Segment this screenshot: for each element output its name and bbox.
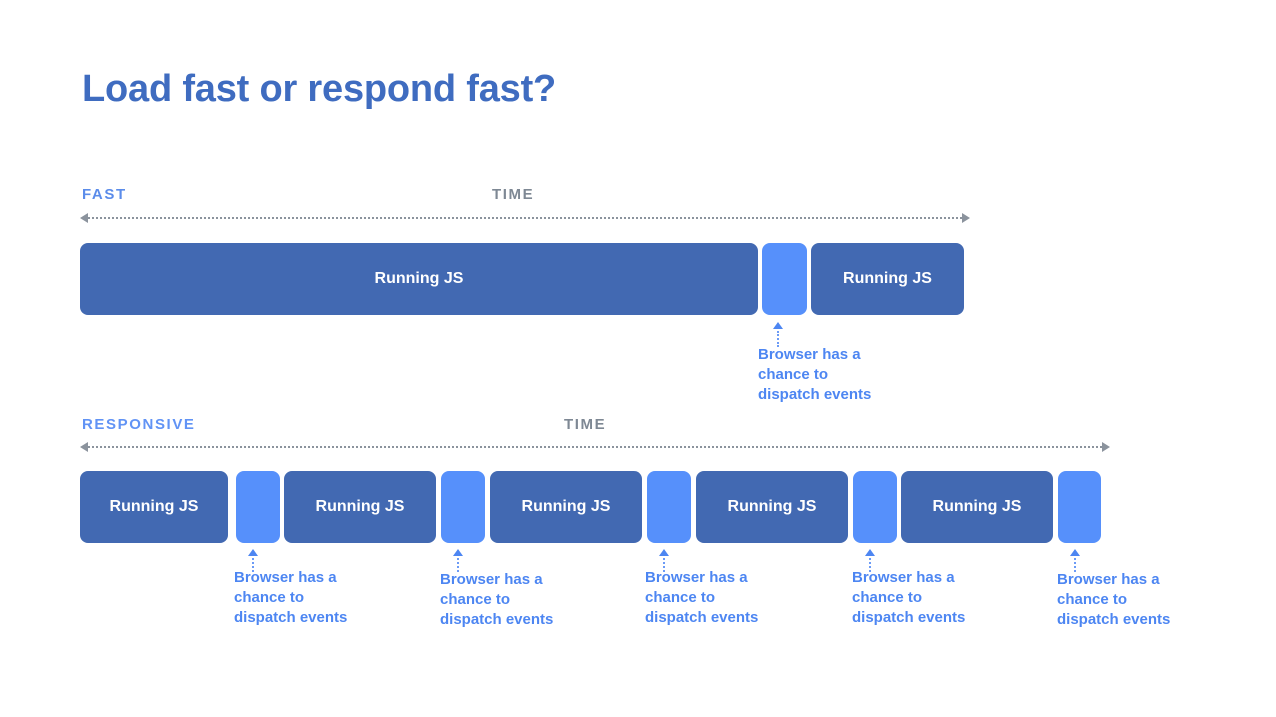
running-js-block: Running JS [696, 471, 848, 543]
axis-label-time: TIME [492, 186, 535, 203]
annotation-text: Browser has a chance to dispatch events [645, 569, 759, 626]
annotation-text: Browser has a chance to dispatch events [440, 571, 554, 628]
annotation-text: Browser has a chance to dispatch events [852, 569, 966, 626]
time-axis-arrow-right [1102, 442, 1110, 452]
axis-label-time: TIME [564, 416, 607, 433]
annotation-text: Browser has a chance to dispatch events [758, 346, 872, 403]
running-js-block: Running JS [811, 243, 964, 315]
running-js-label: Running JS [727, 498, 817, 515]
annotation-leader-line [252, 558, 254, 572]
running-js-block: Running JS [284, 471, 436, 543]
running-js-label: Running JS [109, 498, 199, 515]
running-js-label: Running JS [932, 498, 1022, 515]
annotation-arrow-icon [453, 549, 463, 556]
time-axis-line [88, 446, 1102, 450]
running-js-label: Running JS [374, 270, 464, 287]
annotation-arrow-icon [248, 549, 258, 556]
page-title: Load fast or respond fast? [82, 68, 557, 110]
running-js-label: Running JS [521, 498, 611, 515]
idle-gap-block [647, 471, 691, 543]
axis-label-fast: FAST [82, 186, 127, 203]
running-js-label: Running JS [843, 270, 932, 287]
idle-gap-block [236, 471, 280, 543]
running-js-block: Running JS [80, 471, 228, 543]
idle-gap-block [1058, 471, 1101, 543]
running-js-block: Running JS [901, 471, 1053, 543]
idle-gap-block [441, 471, 485, 543]
running-js-label: Running JS [315, 498, 405, 515]
idle-gap-block [853, 471, 897, 543]
annotation-text: Browser has a chance to dispatch events [234, 569, 348, 626]
annotation-arrow-icon [1070, 549, 1080, 556]
annotation-leader-line [663, 558, 665, 572]
axis-label-responsive: RESPONSIVE [82, 416, 196, 433]
annotation-leader-line [457, 558, 459, 572]
time-axis-arrow-left [80, 442, 88, 452]
annotation-leader-line [777, 331, 779, 347]
annotation-arrow-icon [865, 549, 875, 556]
annotation-text: Browser has a chance to dispatch events [1057, 571, 1171, 628]
annotation-arrow-icon [659, 549, 669, 556]
time-axis-arrow-right [962, 213, 970, 223]
time-axis-arrow-left [80, 213, 88, 223]
idle-gap-block [762, 243, 807, 315]
running-js-block: Running JS [490, 471, 642, 543]
annotation-leader-line [869, 558, 871, 572]
annotation-arrow-icon [773, 322, 783, 329]
annotation-leader-line [1074, 558, 1076, 572]
running-js-block: Running JS [80, 243, 758, 315]
time-axis-line [88, 217, 962, 221]
